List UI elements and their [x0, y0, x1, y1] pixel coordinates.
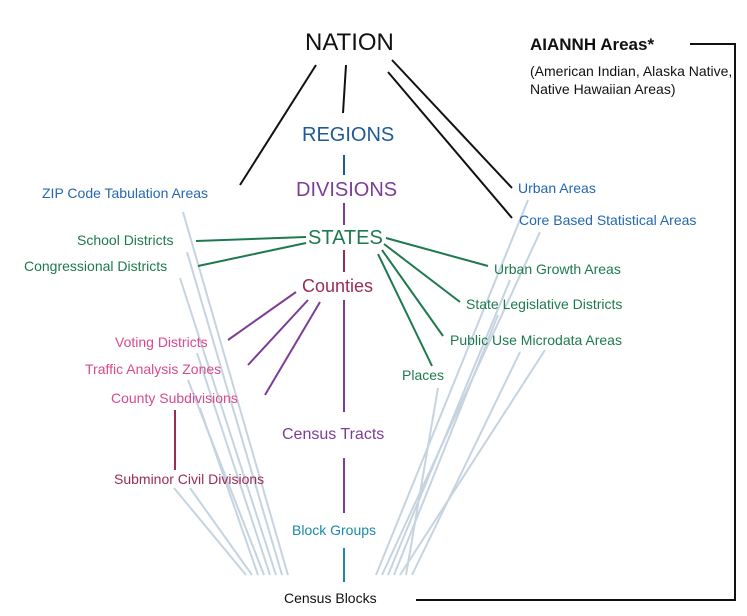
line-uga-blocks: [387, 279, 511, 576]
line-places-blocks: [405, 387, 439, 576]
line-states-congressional: [197, 242, 307, 267]
node-census-tracts: Census Tracts: [282, 426, 385, 443]
line-states-puma: [381, 249, 444, 337]
line-states-uga: [385, 237, 489, 267]
node-subminor-civil-divisions: Subminor Civil Divisions: [114, 471, 265, 487]
line-counties-traffic: [247, 299, 309, 366]
line-congressional-blocks: [179, 277, 277, 576]
node-aiannh-title: AIANNH Areas*: [530, 35, 655, 54]
line-nation-urban: [391, 59, 513, 189]
line-states-places: [377, 253, 433, 367]
node-aiannh-subtitle: (American Indian, Alaska Native, Native …: [530, 63, 733, 97]
node-school-districts: School Districts: [77, 232, 174, 248]
line-blocks-aiannh: [416, 43, 736, 601]
line-countysub-blocks: [199, 407, 259, 576]
line-zcta-blocks: [182, 211, 289, 576]
line-subminor-blocks: [189, 487, 253, 576]
node-zcta: ZIP Code Tabulation Areas: [42, 185, 209, 201]
node-nation: NATION: [305, 29, 394, 56]
node-voting-districts: Voting Districts: [115, 334, 208, 350]
node-cbsa: Core Based Statistical Areas: [519, 212, 697, 228]
node-divisions: DIVISIONS: [296, 179, 398, 201]
node-regions: REGIONS: [302, 124, 395, 146]
line-voting-blocks: [196, 352, 271, 576]
node-urban-areas: Urban Areas: [518, 180, 596, 196]
line-school-blocks: [186, 251, 283, 576]
node-traffic-analysis-zones: Traffic Analysis Zones: [85, 361, 222, 377]
node-census-blocks: Census Blocks: [284, 590, 377, 606]
line-nation-zcta: [239, 64, 317, 186]
line-cbsa-blocks: [381, 231, 541, 576]
node-block-groups: Block Groups: [292, 522, 377, 538]
line-counties-countysub: [264, 301, 321, 396]
line-nation-cbsa: [387, 71, 513, 219]
node-state-legislative-districts: State Legislative Districts: [466, 296, 623, 312]
node-congressional-districts: Congressional Districts: [24, 258, 168, 274]
node-urban-growth-areas: Urban Growth Areas: [494, 261, 621, 277]
line-extra-left-blocks: [173, 487, 247, 576]
node-places: Places: [402, 367, 445, 383]
line-nation-regions: [342, 64, 347, 114]
node-puma: Public Use Microdata Areas: [450, 332, 622, 348]
line-states-school: [195, 236, 307, 242]
line-puma-blocks: [399, 349, 546, 576]
line-counties-voting: [227, 291, 297, 341]
line-states-sld: [383, 243, 461, 303]
node-counties: Counties: [302, 276, 374, 296]
line-puma2-blocks: [411, 351, 521, 576]
node-states: STATES: [308, 227, 383, 249]
line-sld-blocks: [393, 314, 499, 576]
line-urban-blocks: [375, 199, 529, 576]
node-county-subdivisions: County Subdivisions: [111, 390, 238, 406]
